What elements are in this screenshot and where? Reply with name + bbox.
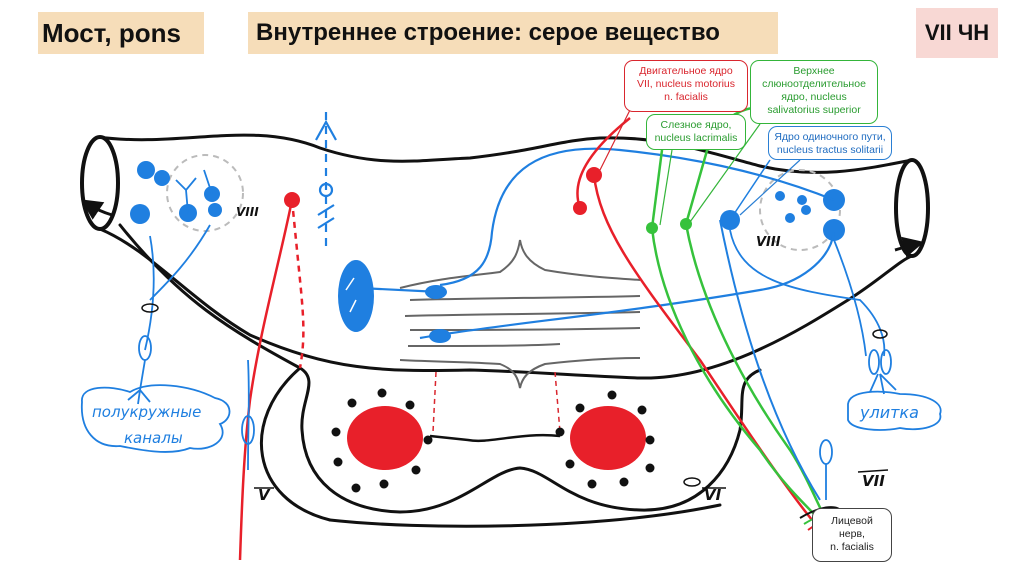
solitary-tract [439,147,835,287]
motor-label-line1: Двигательное ядро [639,65,733,77]
salivatory-label-line2: слюноотделительное [762,78,866,90]
canals-label-line2: каналы [124,429,183,447]
salivatory-label-line3: ядро, nucleus [781,91,847,103]
vestibular-fibres [144,169,213,351]
trapezoid-fibres [419,231,836,340]
left-arrow [81,199,113,220]
lacrimal-label-line1: Слезное ядро, [660,119,732,131]
salivatory-nucleus-label: Верхнее слюноотделительное ядро, nucleus… [750,60,878,124]
geniculate-ganglion [819,439,833,500]
pyramidal-fibres [432,371,561,433]
cranial-nerve-badge: VII ЧН [916,8,998,58]
pons-outline [80,133,930,528]
solitary-label-line1: Ядро одиночного пути, [774,131,886,143]
nerve-viii-right-label: VIII [756,235,781,250]
solitary-descending [719,219,821,501]
cochlear-fibre-right [729,229,886,357]
salivatory-label-line1: Верхнее [793,65,835,77]
vestibular-ganglion [127,303,159,405]
canals-label-line1: полукружные [92,403,201,421]
right-cut-ellipse [894,158,930,258]
motor-label-line2: VII, nucleus motorius [636,78,736,90]
facial-label-line2: нерв, [839,528,865,540]
pontine-nuclei-dots [331,388,655,493]
cochlear-region [759,169,841,251]
mlf-tract [315,112,337,250]
cochlea-cloud [847,390,942,431]
facial-label-line3: n. facialis [830,541,874,553]
nerve-viii-left-label: VIII [236,205,259,219]
facial-motor-nucleus [586,167,602,183]
lacrimal-label-line2: nucleus lacrimalis [654,132,738,144]
cochlear-ganglion [868,329,897,395]
section-title: Внутреннее строение: серое вещество [248,12,778,54]
trigeminal-ganglion-left [241,359,255,471]
solitary-label-line2: nucleus tractus solitarii [776,144,884,156]
right-arrow [894,236,925,258]
page-title: Мост, pons [38,12,204,54]
motor-label-line3: n. facialis [664,91,708,103]
vestibular-nuclei [130,161,222,224]
nerve-vi-label: VI [704,486,722,504]
facial-label-line1: Лицевой [831,515,873,527]
motor-nucleus-label: Двигательное ядро VII, nucleus motorius … [624,60,748,112]
trigeminal-motor [238,199,305,561]
lacrimal-nucleus-label: Слезное ядро, nucleus lacrimalis [646,114,746,150]
left-cut-ellipse [80,135,120,231]
vestibular-region [166,154,244,232]
nerve-v-label: V [258,486,271,504]
facial-nerve-label: Лицевой нерв, n. facialis [812,508,892,562]
nerve-vii-label: VII [862,472,885,490]
trigeminal-motor-nucleus [284,192,300,208]
canals-cloud [81,384,231,453]
cochlear-fibre-right-2 [833,239,867,357]
crossing-fibres [429,433,561,443]
salivatory-nucleus [680,218,692,230]
solitary-nucleus-label: Ядро одиночного пути, nucleus tractus so… [768,126,892,160]
pyramid-left [347,406,423,470]
cochlea-label: улитка [859,403,919,422]
salivatory-label-line4: salivatorius superior [767,104,861,116]
olive-body [338,260,374,332]
pyramid-right [570,406,646,470]
lacrimal-nucleus [646,222,658,234]
